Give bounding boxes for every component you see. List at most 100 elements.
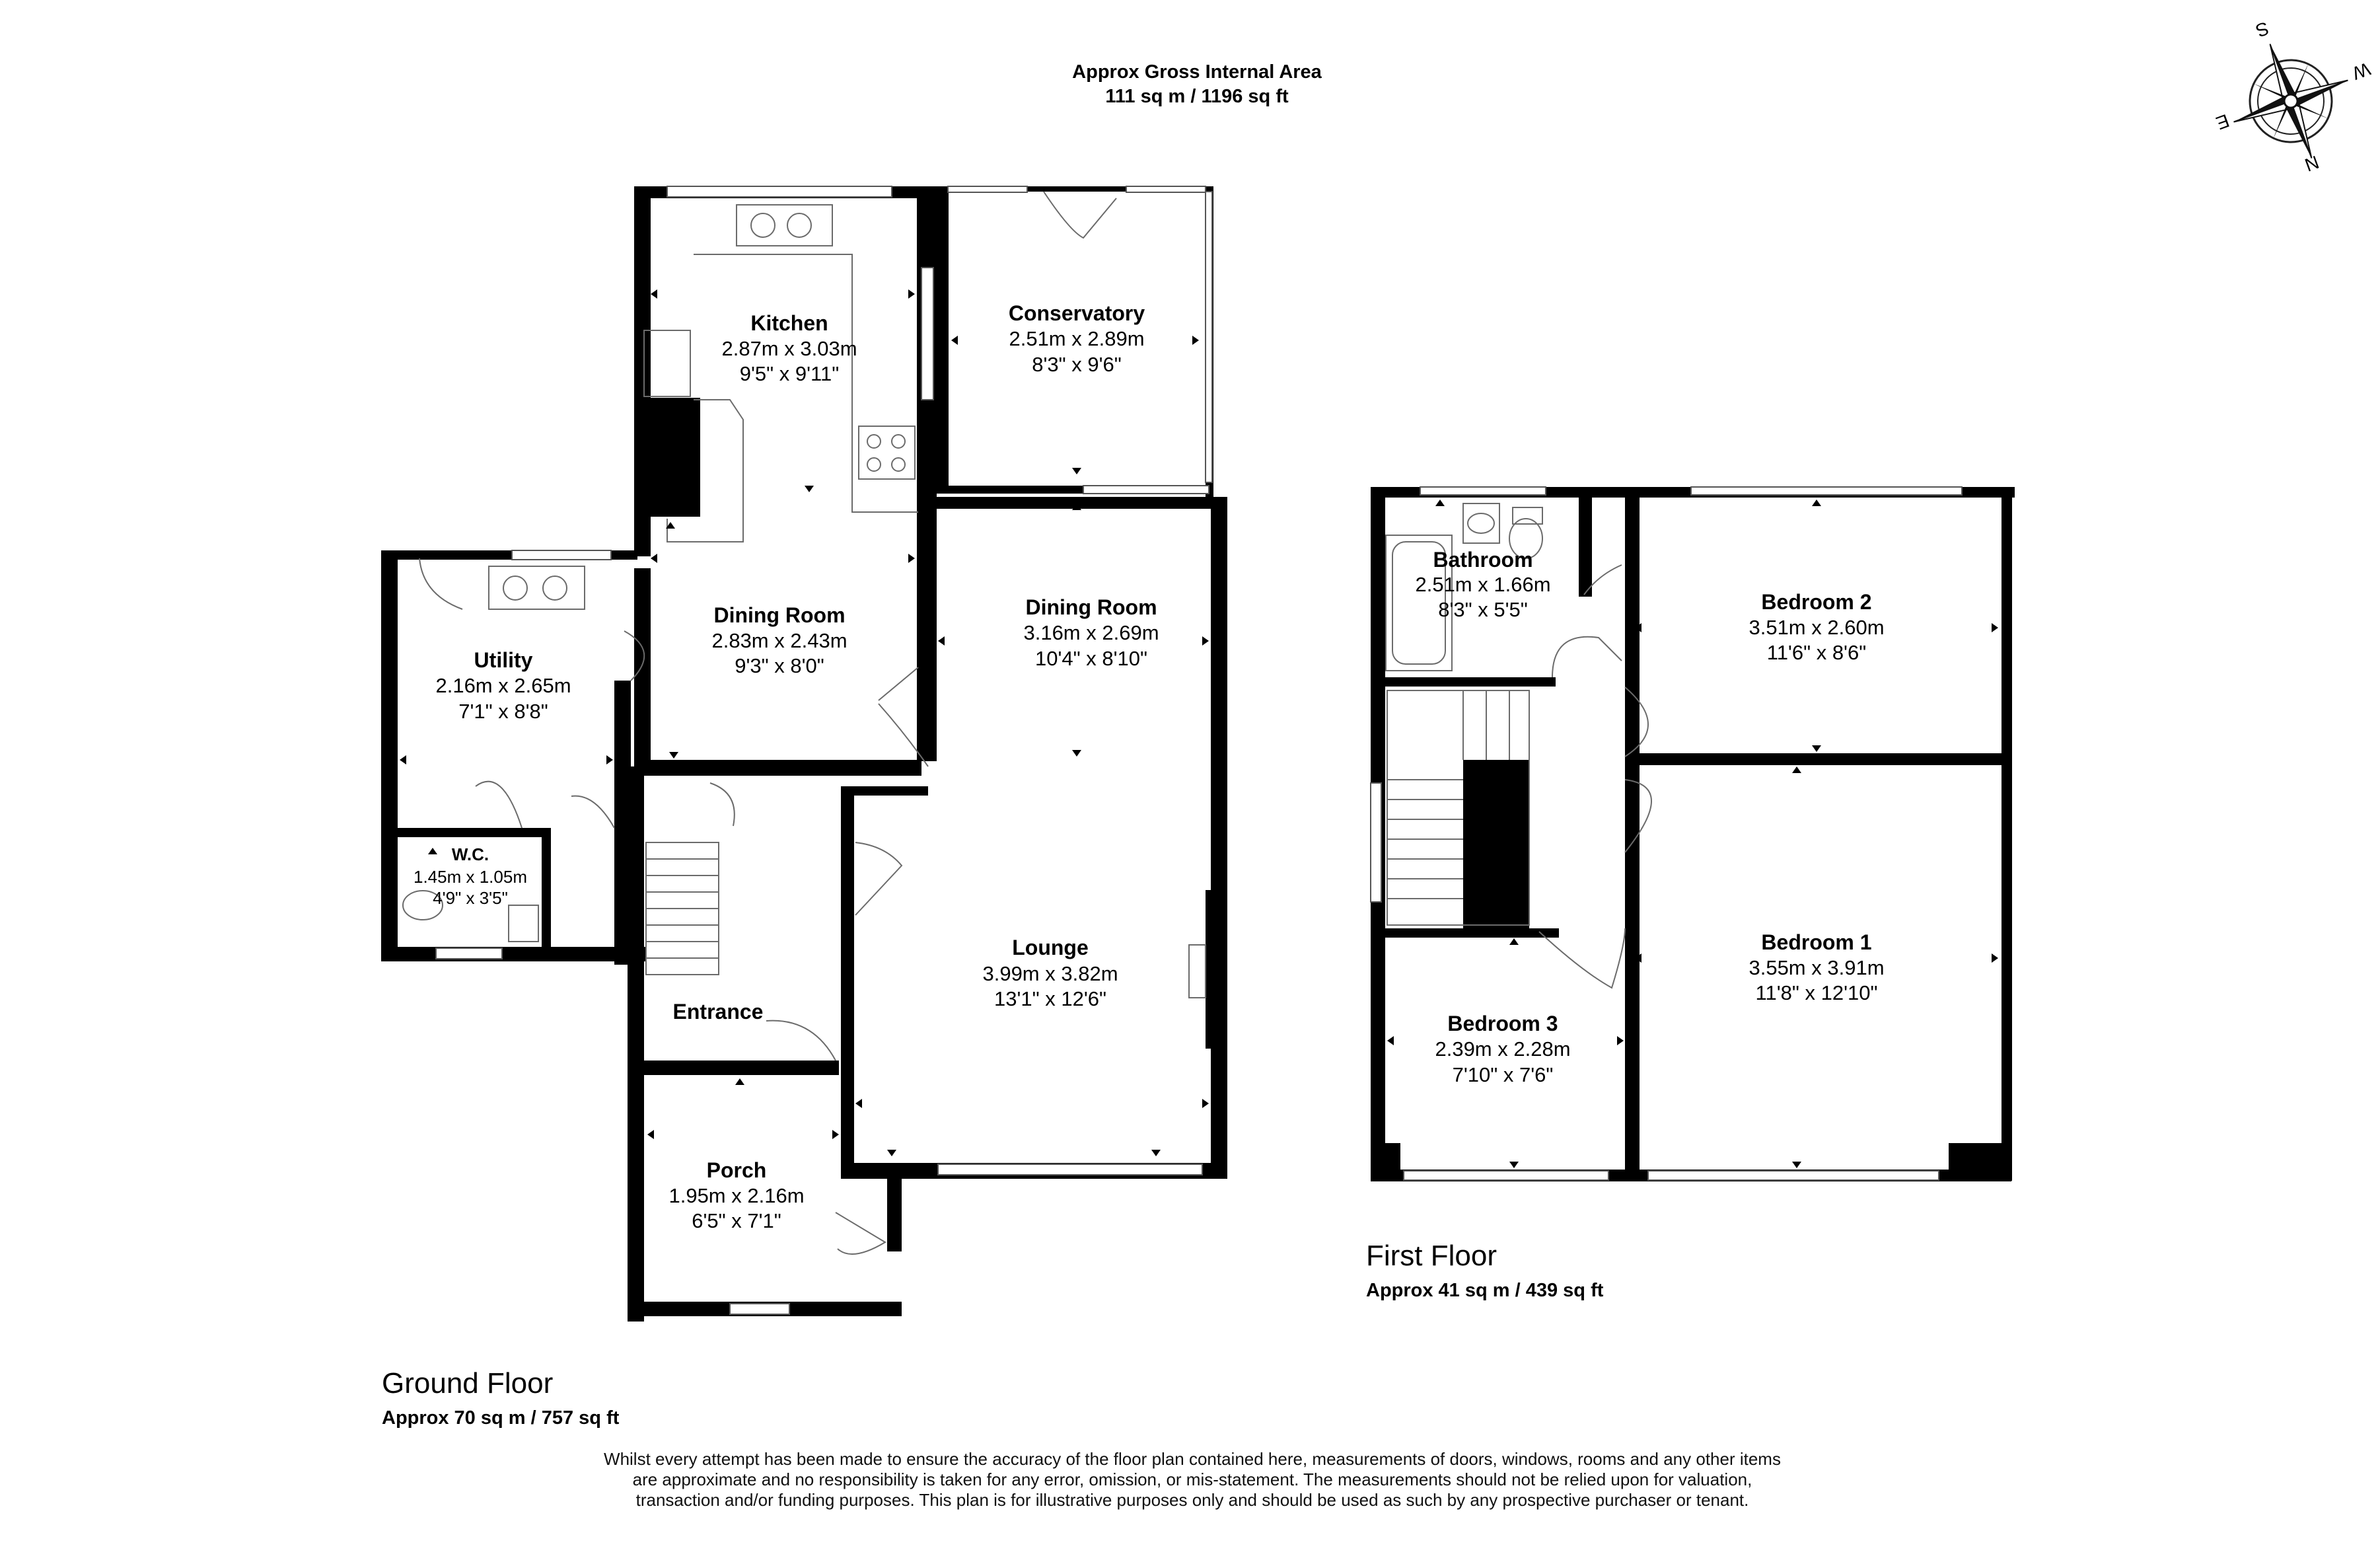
room-metric-utility: 2.16m x 2.65m xyxy=(435,674,571,697)
room-imperial-dining-room-2: 10'4" x 8'10" xyxy=(1035,647,1147,670)
window xyxy=(435,948,503,959)
door-arc xyxy=(709,782,735,827)
wall xyxy=(1371,1143,1400,1179)
room-imperial-porch: 6'5" x 7'1" xyxy=(692,1209,781,1232)
room-imperial-wc: 4'9" x 3'5" xyxy=(433,888,508,908)
wall xyxy=(634,760,921,776)
room-metric-bathroom: 2.51m x 1.66m xyxy=(1415,573,1550,596)
room-name-bedroom-1: Bedroom 1 xyxy=(1761,930,1871,954)
ground-floor-labels: Kitchen 2.87m x 3.03m 9'5" x 9'11" Conse… xyxy=(382,301,1159,1429)
kitchen-island xyxy=(667,399,744,542)
chimney-breast xyxy=(637,398,700,517)
gross-area-title: Approx Gross Internal Area xyxy=(1072,61,1322,83)
wall xyxy=(381,550,398,960)
toilet-icon xyxy=(402,890,443,920)
room-imperial-conservatory: 8'3" x 9'6" xyxy=(1032,353,1122,376)
window xyxy=(1083,485,1209,494)
door-arc xyxy=(835,1212,886,1255)
first-floor-title: First Floor xyxy=(1366,1240,1497,1272)
wall xyxy=(937,186,949,490)
wall xyxy=(887,1179,902,1251)
room-metric-lounge: 3.99m x 3.82m xyxy=(982,962,1118,985)
wall xyxy=(921,497,1219,509)
room-imperial-dining-room-1: 9'3" x 8'0" xyxy=(735,654,824,677)
room-name-conservatory: Conservatory xyxy=(1009,301,1145,325)
room-metric-wc: 1.45m x 1.05m xyxy=(414,867,527,887)
wall xyxy=(1632,753,2011,765)
compass-label-s: S xyxy=(2253,18,2272,42)
room-imperial-kitchen: 9'5" x 9'11" xyxy=(740,362,839,385)
window xyxy=(1420,486,1546,496)
basin-icon xyxy=(508,905,539,942)
fireplace-hearth xyxy=(1188,944,1206,998)
room-imperial-bedroom-2: 11'6" x 8'6" xyxy=(1767,641,1866,664)
room-imperial-bedroom-3: 7'10" x 7'6" xyxy=(1453,1063,1554,1086)
wall xyxy=(628,766,644,1322)
wall xyxy=(2001,487,2012,1181)
first-floor-windows xyxy=(1370,486,1963,1181)
door-arc xyxy=(766,1020,836,1061)
room-name-wc: W.C. xyxy=(452,844,489,864)
door-arc xyxy=(855,842,903,916)
door-arc xyxy=(475,780,523,829)
room-metric-dining-room-2: 3.16m x 2.69m xyxy=(1023,621,1159,644)
basin-icon xyxy=(1462,503,1500,544)
door-arc xyxy=(1583,564,1622,595)
door-arc xyxy=(419,558,463,610)
door-arc xyxy=(624,630,645,681)
ground-floor-fixtures xyxy=(402,191,1206,1255)
wall xyxy=(1211,497,1227,1177)
door-arc xyxy=(878,703,929,767)
room-imperial-utility: 7'1" x 8'8" xyxy=(458,700,548,723)
window xyxy=(1647,1170,1939,1181)
door-arc xyxy=(1538,928,1626,989)
room-metric-conservatory: 2.51m x 2.89m xyxy=(1009,327,1144,350)
ground-floor-dimension-arrows xyxy=(400,289,1209,1156)
wall xyxy=(1384,677,1556,687)
chimney-breast-lounge xyxy=(1206,890,1225,1049)
window xyxy=(1205,191,1213,483)
kitchen-sink-icon xyxy=(736,204,833,246)
room-name-dining-room-2: Dining Room xyxy=(1025,595,1157,619)
window xyxy=(1370,782,1382,903)
room-name-bedroom-3: Bedroom 3 xyxy=(1447,1012,1558,1035)
room-name-bedroom-2: Bedroom 2 xyxy=(1761,590,1871,614)
window xyxy=(1690,486,1963,496)
room-metric-dining-room-1: 2.83m x 2.43m xyxy=(711,629,847,652)
window xyxy=(511,550,612,560)
bath-icon xyxy=(1385,535,1453,671)
room-metric-bedroom-3: 2.39m x 2.28m xyxy=(1435,1037,1570,1061)
window xyxy=(1403,1170,1609,1181)
ground-floor-title: Ground Floor xyxy=(382,1367,553,1399)
wall xyxy=(381,947,645,961)
first-floor-fixtures xyxy=(1385,503,1652,989)
door-arc xyxy=(1552,636,1622,678)
door-arc xyxy=(1624,779,1652,853)
room-metric-bedroom-2: 3.51m x 2.60m xyxy=(1749,616,1884,639)
wall xyxy=(841,786,854,1176)
room-metric-porch: 1.95m x 2.16m xyxy=(668,1184,804,1207)
toilet-icon xyxy=(1509,518,1543,559)
first-floor-area: Approx 41 sq m / 439 sq ft xyxy=(1366,1280,1604,1301)
compass-rose-icon xyxy=(2233,44,2348,159)
window xyxy=(667,186,892,198)
wall xyxy=(396,828,548,837)
room-name-lounge: Lounge xyxy=(1012,936,1089,959)
room-name-porch: Porch xyxy=(707,1158,767,1182)
wall xyxy=(1579,498,1592,597)
wall xyxy=(1463,760,1529,932)
compass-label-n: N xyxy=(2302,152,2322,176)
door-arc xyxy=(1043,191,1117,239)
room-metric-bedroom-1: 3.55m x 3.91m xyxy=(1749,956,1884,979)
room-imperial-bathroom: 8'3" x 5'5" xyxy=(1438,598,1528,621)
ground-floor-area: Approx 70 sq m / 757 sq ft xyxy=(382,1407,620,1429)
wall xyxy=(937,186,1211,192)
door-arc xyxy=(1624,687,1649,757)
window xyxy=(937,1164,1203,1175)
wall xyxy=(634,568,651,766)
door-arc xyxy=(878,667,919,701)
ground-floor-windows xyxy=(435,186,1213,1315)
wall xyxy=(1625,487,1640,1181)
room-metric-kitchen: 2.87m x 3.03m xyxy=(721,337,857,360)
